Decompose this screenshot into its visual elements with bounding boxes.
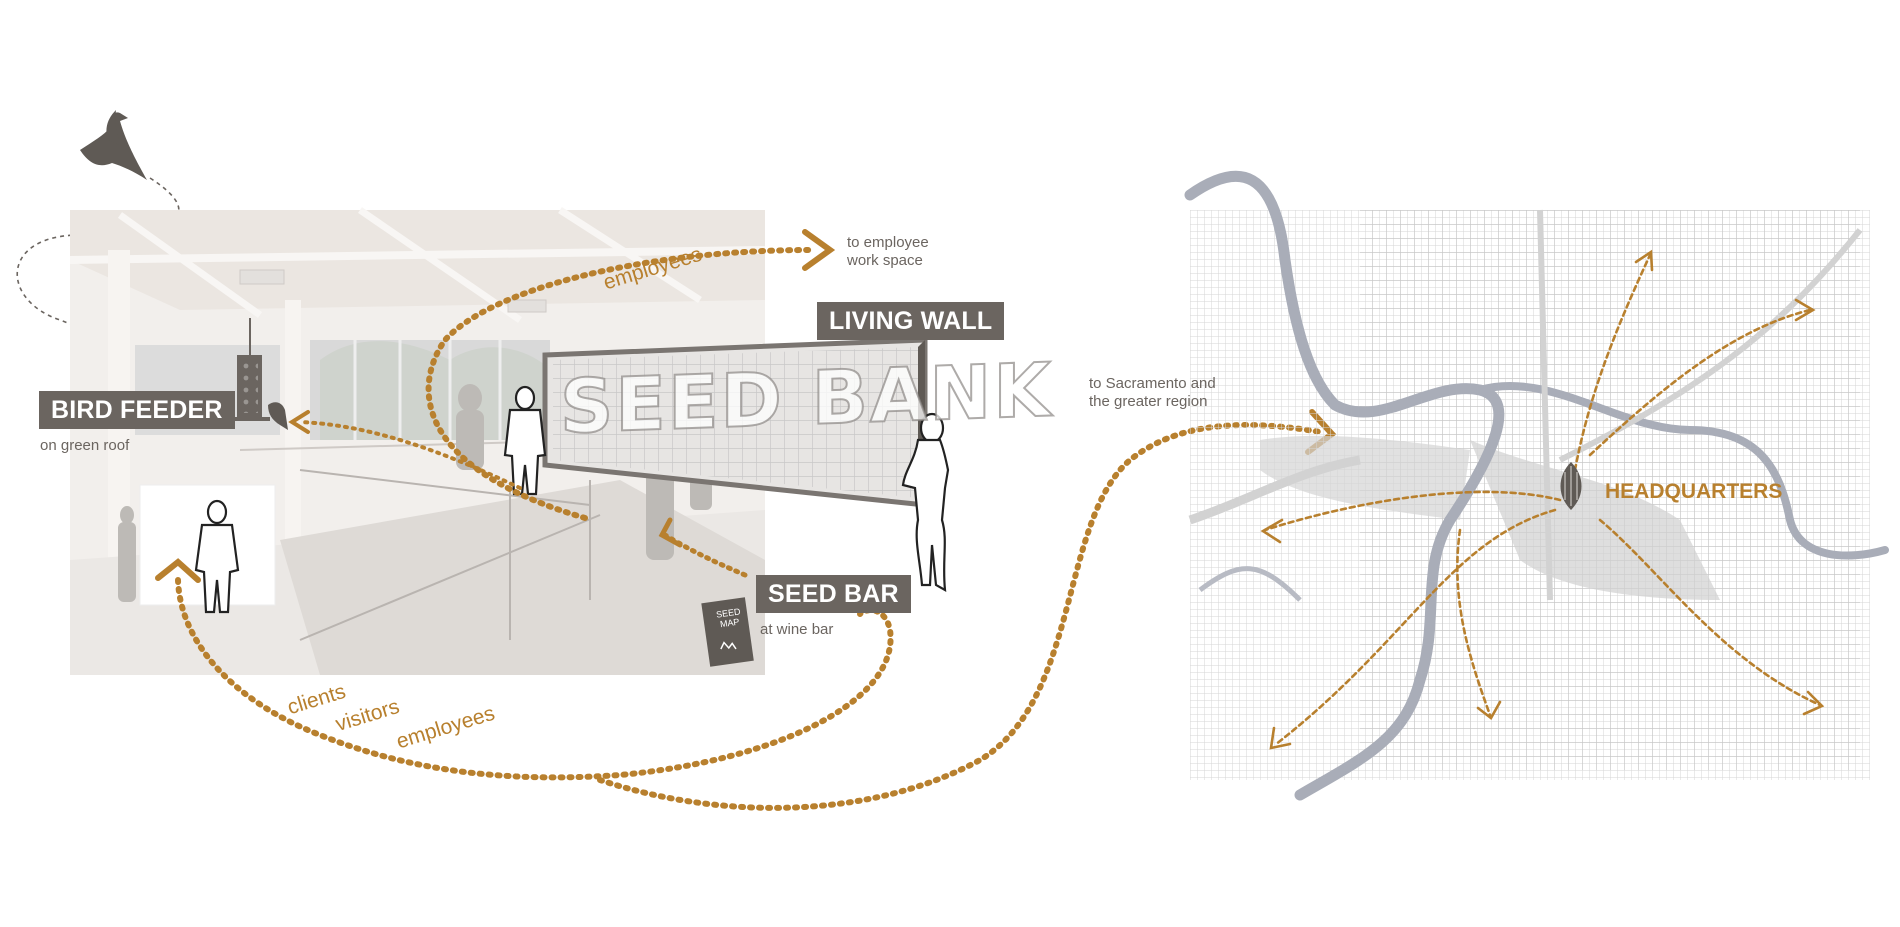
bird-feeder-sublabel: on green roof bbox=[40, 437, 130, 454]
seed-marker-icon bbox=[1560, 462, 1582, 510]
to-employee-line1: to employee bbox=[847, 234, 929, 251]
to-sacramento-note: to Sacramento and the greater region bbox=[1089, 375, 1216, 411]
to-employee-line2: work space bbox=[847, 252, 923, 269]
seed-bar-label: SEED BAR bbox=[756, 575, 911, 613]
seed-bank-text: SEED BANK bbox=[559, 346, 1054, 451]
to-employee-note: to employee work space bbox=[847, 234, 929, 270]
seed-bar-sublabel: at wine bar bbox=[760, 621, 834, 638]
bird-feeder-label: BIRD FEEDER bbox=[39, 391, 235, 429]
living-wall-label: LIVING WALL bbox=[817, 302, 1005, 340]
to-sacramento-line2: the greater region bbox=[1089, 393, 1208, 410]
seed-map-card bbox=[701, 597, 754, 667]
living-wall-panel bbox=[542, 337, 928, 508]
city-map bbox=[1184, 170, 1889, 801]
bird-feeder-object bbox=[230, 318, 288, 430]
headquarters-label: HEADQUARTERS bbox=[1605, 480, 1783, 503]
people-silhouettes bbox=[194, 385, 950, 614]
to-sacramento-line1: to Sacramento and bbox=[1089, 375, 1216, 392]
bird-icon bbox=[80, 110, 147, 180]
